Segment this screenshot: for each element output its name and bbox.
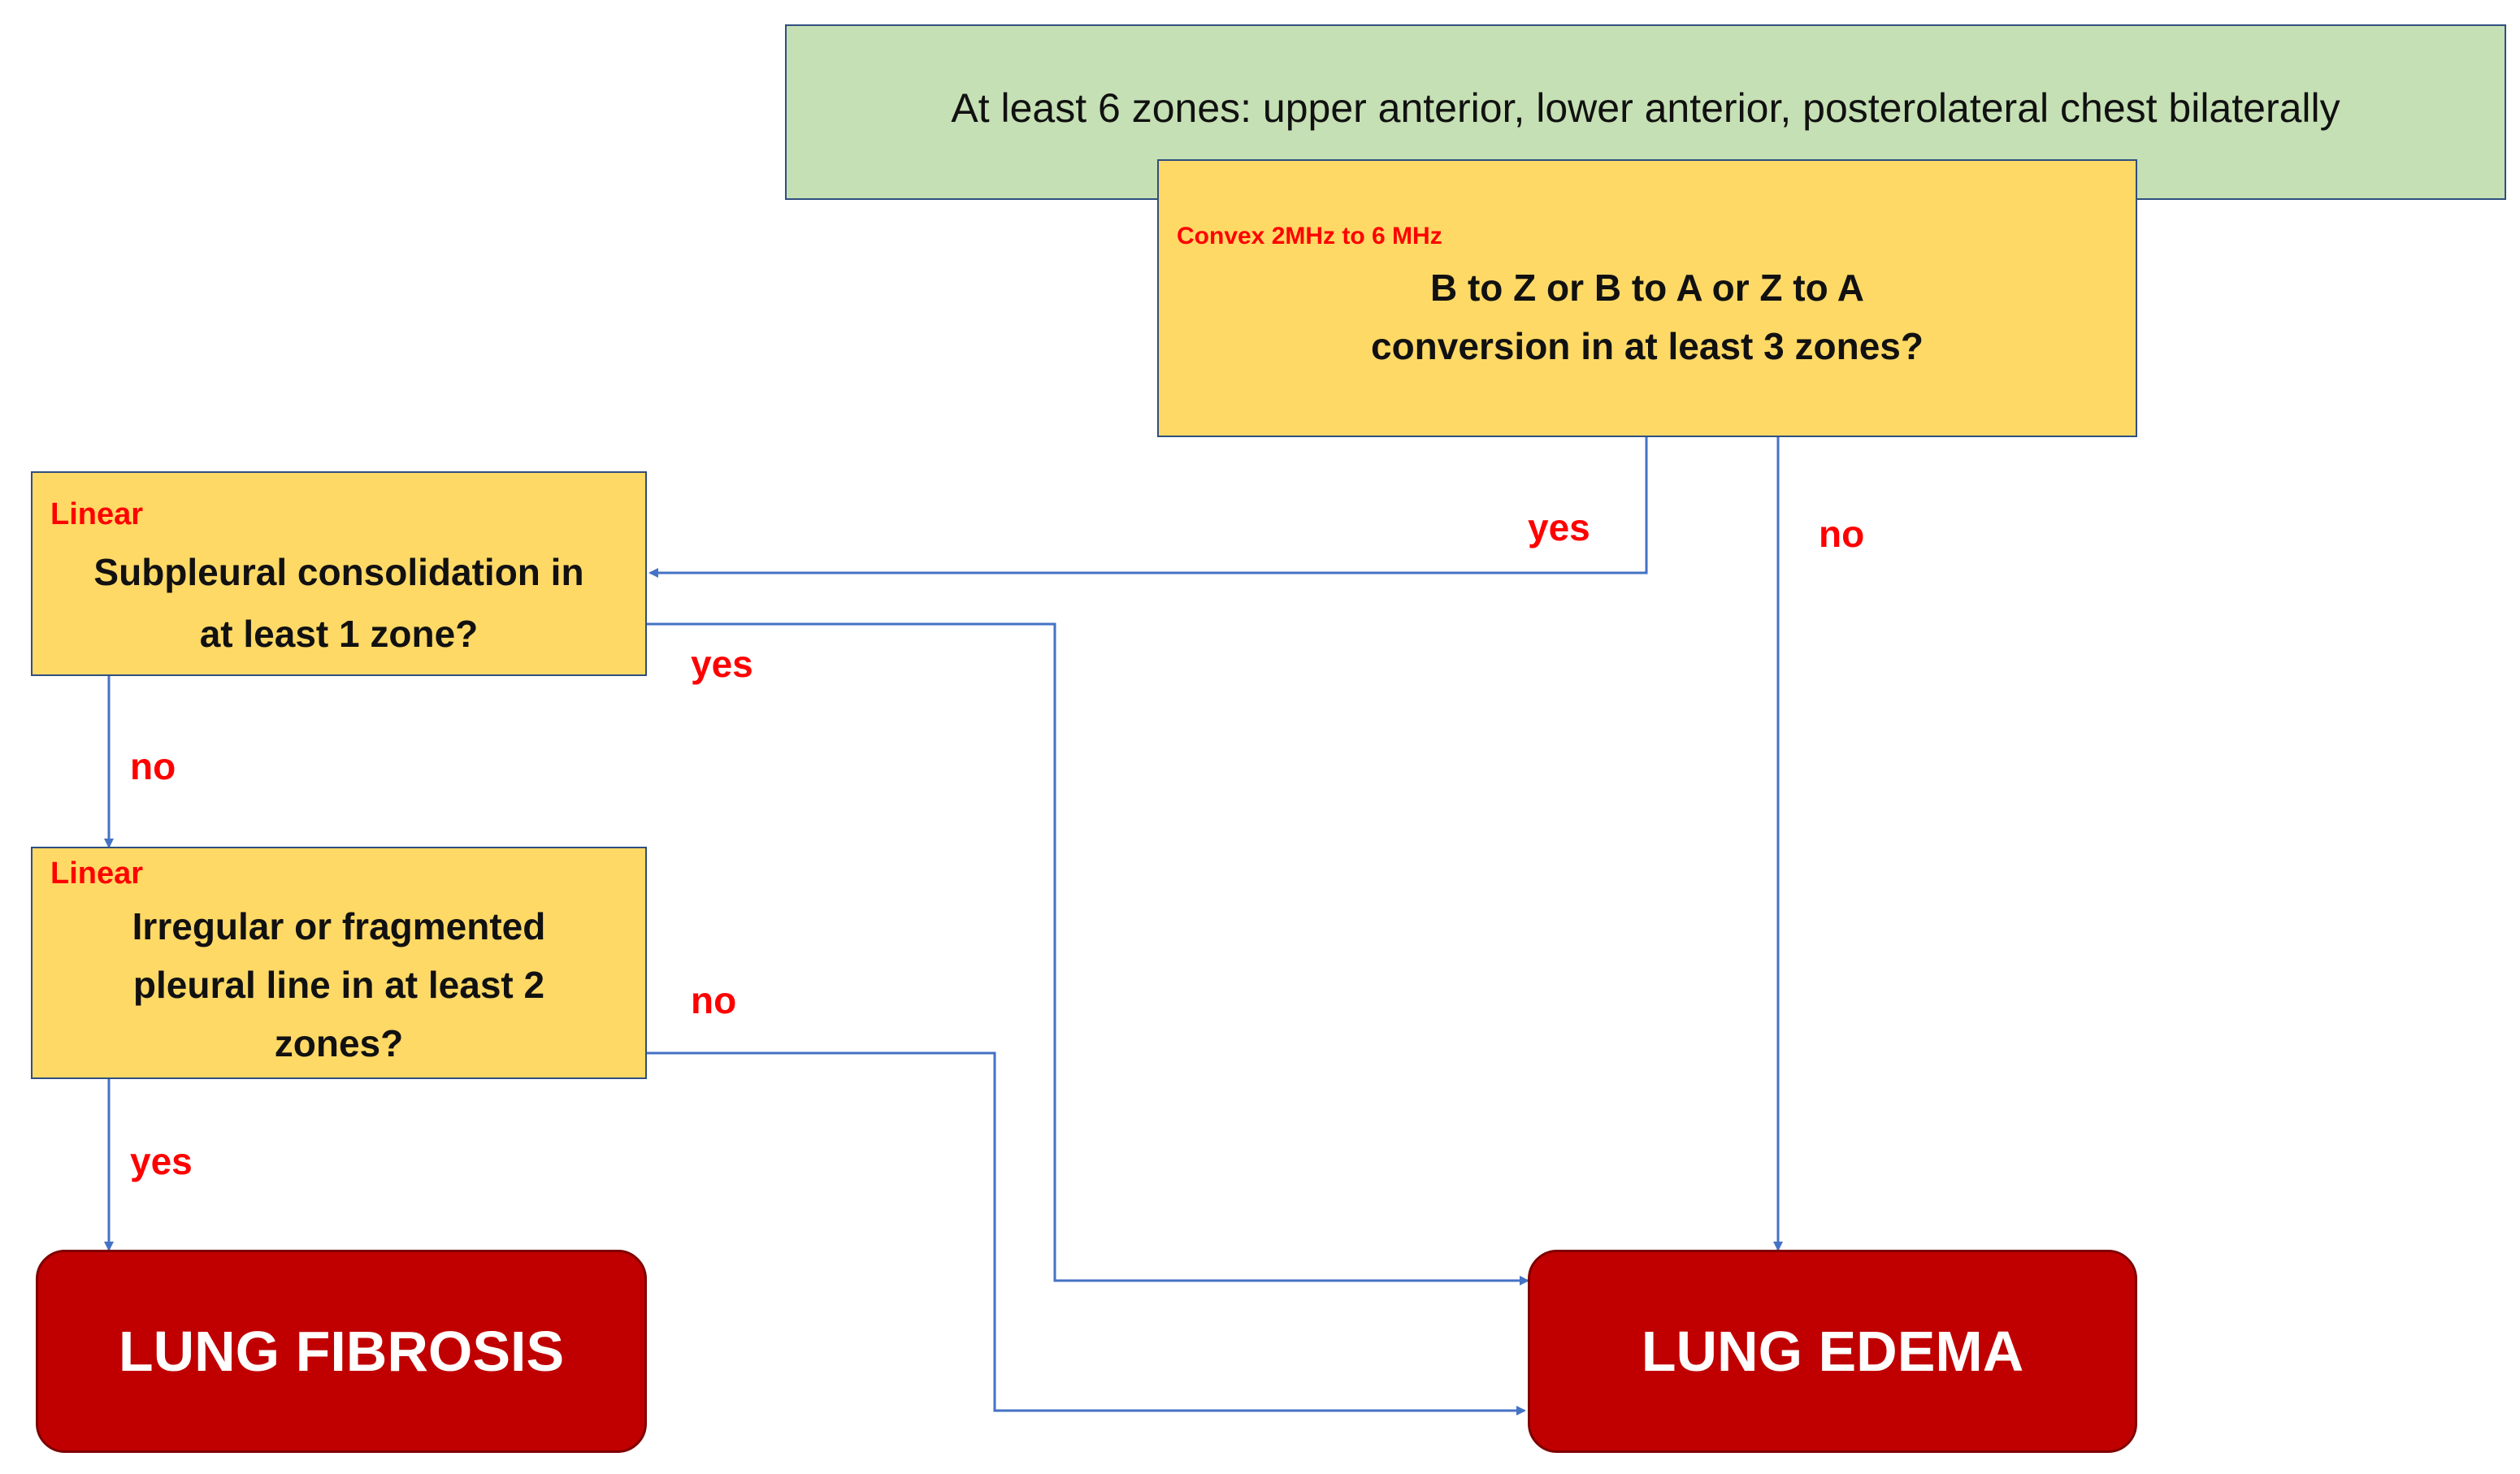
subpleural-probe-tag: Linear [50,497,144,531]
lung-edema-result: LUNG EDEMA [1528,1250,2137,1453]
pleural-question-text: Irregular or fragmented pleural line in … [132,905,546,1064]
connector-subpleural-yes [583,622,1529,1285]
edge-label-convex-yes: yes [1528,506,1590,548]
edge-label-subpleural-no: no [130,745,176,787]
subpleural-question-text: Subpleural consolidation in at least 1 z… [93,551,584,655]
subpleural-question-box: Linear Subpleural consolidation in at le… [31,471,647,676]
scan-zones-text: At least 6 zones: upper anterior, lower … [951,85,2340,131]
convex-question-text: B to Z or B to A or Z to A conversion in… [1371,267,1924,367]
connector-convex-yes [648,388,1648,578]
connector-pleural-no [510,1051,1526,1415]
edge-label-pleural-yes: yes [130,1140,193,1182]
pleural-probe-tag: Linear [50,856,144,891]
edge-label-subpleural-yes: yes [691,643,753,685]
edge-label-pleural-no: no [691,979,737,1021]
convex-question-box: Convex 2MHz to 6 MHz B to Z or B to A or… [1157,159,2137,437]
convex-probe-tag: Convex 2MHz to 6 MHz [1177,223,1442,249]
edge-label-convex-no: no [1819,513,1865,555]
lung-fibrosis-result: LUNG FIBROSIS [36,1250,647,1453]
pleural-question-box: Linear Irregular or fragmented pleural l… [31,847,647,1079]
